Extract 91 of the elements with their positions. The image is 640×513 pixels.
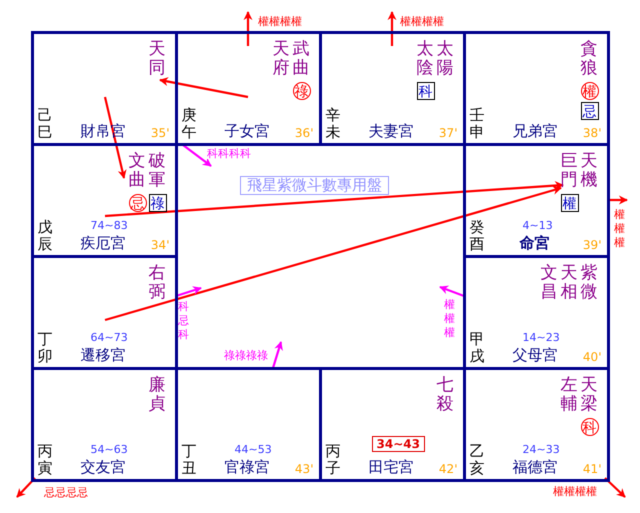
edge-label: 科科科科 — [207, 148, 251, 159]
circled-mark: 科 — [580, 418, 598, 436]
edge-label: 科忌科 — [178, 300, 190, 342]
star-name: 天同 — [148, 40, 166, 78]
star-name: 武曲 — [292, 40, 310, 78]
age-number: 34' — [150, 238, 170, 250]
star-name: 太陽 — [436, 40, 454, 78]
star-name: 破軍 — [148, 152, 166, 190]
stem-branch: 己巳 — [38, 106, 54, 140]
star-name: 貪狼 — [580, 40, 598, 78]
stem-branch: 丙子 — [326, 442, 342, 476]
age-number: 38' — [582, 126, 602, 138]
boxed-mark: 科 — [416, 82, 434, 100]
circled-mark: 忌 — [128, 194, 146, 212]
star-name: 左輔 — [560, 376, 578, 414]
stem-branch: 壬申 — [470, 106, 486, 140]
age-number: 42' — [438, 462, 458, 474]
edge-label: 忌忌忌忌 — [44, 487, 88, 498]
palace-cell — [30, 30, 178, 146]
age-range: 34~43 — [372, 436, 425, 452]
star-name: 文曲 — [128, 152, 146, 190]
star-name: 太陰 — [416, 40, 434, 78]
arrow — [16, 477, 36, 498]
boxed-mark: 權 — [560, 194, 578, 212]
age-number: 39' — [582, 238, 602, 250]
edge-label: 權權權權 — [258, 16, 302, 27]
star-name: 紫微 — [580, 264, 598, 302]
palace-name: 子女宮 — [224, 124, 270, 138]
age-number: 36' — [294, 126, 314, 138]
stem-branch: 戊辰 — [38, 218, 54, 252]
palace-name: 交友宮 — [80, 460, 126, 474]
star-name: 文昌 — [540, 264, 558, 302]
stem-branch: 乙亥 — [470, 442, 486, 476]
edge-label: 權權權 — [444, 298, 456, 340]
star-name: 天梁 — [580, 376, 598, 414]
arrow — [176, 286, 202, 298]
age-range: 44~53 — [234, 444, 272, 454]
circled-mark: 祿 — [292, 82, 310, 100]
circled-mark: 權 — [580, 82, 598, 100]
palace-name: 兄弟宮 — [512, 124, 558, 138]
boxed-mark: 祿 — [148, 194, 166, 212]
edge-label: 權權權權 — [553, 486, 597, 497]
edge-label: 祿祿祿祿 — [224, 350, 268, 361]
arrow — [244, 11, 252, 46]
arrow — [182, 144, 212, 167]
age-range: 64~73 — [90, 332, 128, 342]
edge-label: 權權權 — [614, 208, 626, 250]
star-name: 廉貞 — [148, 376, 166, 414]
stem-branch: 癸酉 — [470, 218, 486, 252]
stem-branch: 丁丑 — [182, 442, 198, 476]
star-name: 七殺 — [436, 376, 454, 414]
star-name: 天相 — [560, 264, 578, 302]
arrow — [608, 196, 628, 204]
age-number: 43' — [294, 462, 314, 474]
age-range: 14~23 — [522, 332, 560, 342]
boxed-mark: 忌 — [580, 102, 598, 120]
palace-name: 命宮 — [520, 236, 550, 250]
age-number: 40' — [582, 350, 602, 362]
edge-label: 權權權權 — [400, 16, 444, 27]
arrow — [604, 477, 626, 498]
star-name: 天機 — [580, 152, 598, 190]
age-range: 24~33 — [522, 444, 560, 454]
arrow — [439, 286, 464, 298]
chart-title: 飛星紫微斗數專用盤 — [240, 176, 389, 195]
age-range: 74~83 — [90, 220, 128, 230]
age-number: 35' — [150, 126, 170, 138]
star-name: 天府 — [272, 40, 290, 78]
stem-branch: 丁卯 — [38, 330, 54, 364]
arrow — [104, 96, 127, 179]
palace-name: 疾厄宮 — [80, 236, 126, 250]
age-range: 4~13 — [522, 220, 553, 230]
arrow — [104, 181, 564, 218]
age-number: 41' — [582, 462, 602, 474]
age-number: 37' — [438, 126, 458, 138]
stem-branch: 丙寅 — [38, 442, 54, 476]
palace-name: 夫妻宮 — [368, 124, 414, 138]
star-name: 右弼 — [148, 264, 166, 302]
palace-name: 父母宮 — [512, 348, 558, 362]
stem-branch: 甲戌 — [470, 330, 486, 364]
palace-name: 官祿宮 — [224, 460, 270, 474]
arrow — [104, 186, 562, 322]
stem-branch: 庚午 — [182, 106, 198, 140]
star-name: 巨門 — [560, 152, 578, 190]
age-range: 54~63 — [90, 444, 128, 454]
arrow — [159, 77, 248, 98]
palace-name: 福德宮 — [512, 460, 558, 474]
arrow — [272, 341, 283, 368]
arrow — [388, 11, 396, 46]
stem-branch: 辛未 — [326, 106, 342, 140]
palace-name: 遷移宮 — [80, 348, 126, 362]
palace-name: 田宅宮 — [368, 460, 414, 474]
